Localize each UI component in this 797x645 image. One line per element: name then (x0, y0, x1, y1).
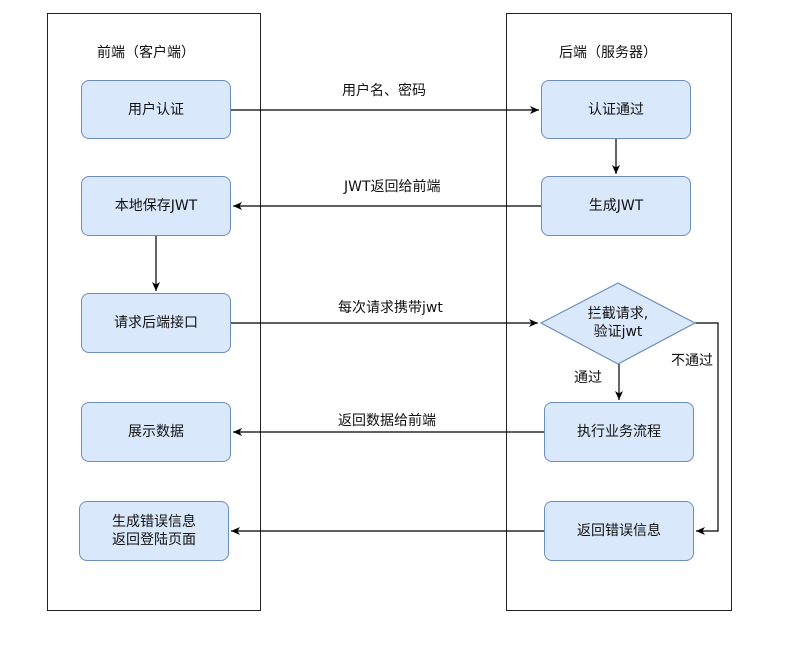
node-gen-jwt: 生成JWT (541, 176, 691, 236)
node-error-info: 生成错误信息 返回登陆页面 (79, 501, 229, 561)
node-exec-flow: 执行业务流程 (544, 402, 694, 462)
node-show-data: 展示数据 (81, 402, 231, 462)
edge-label-pass: 通过 (574, 370, 602, 386)
client-lane-title: 前端（客户端） (97, 45, 195, 61)
edge-label-carry-jwt: 每次请求携带jwt (338, 300, 443, 316)
server-lane-title: 后端（服务器） (559, 45, 657, 61)
edge-fail (695, 322, 719, 535)
node-user-auth: 用户认证 (81, 80, 231, 139)
edge-label-return-data: 返回数据给前端 (338, 413, 436, 429)
edge-label-return-jwt: JWT返回给前端 (344, 179, 441, 195)
node-intercept-label: 拦截请求, 验证jwt (587, 306, 649, 340)
node-request-api: 请求后端接口 (81, 293, 231, 353)
edge-label-credentials: 用户名、密码 (342, 83, 426, 99)
node-save-jwt: 本地保存JWT (81, 176, 231, 236)
node-return-error: 返回错误信息 (544, 501, 694, 561)
edge-label-fail: 不通过 (671, 350, 713, 370)
node-auth-pass: 认证通过 (541, 80, 691, 139)
intercept-diamond (539, 282, 697, 365)
